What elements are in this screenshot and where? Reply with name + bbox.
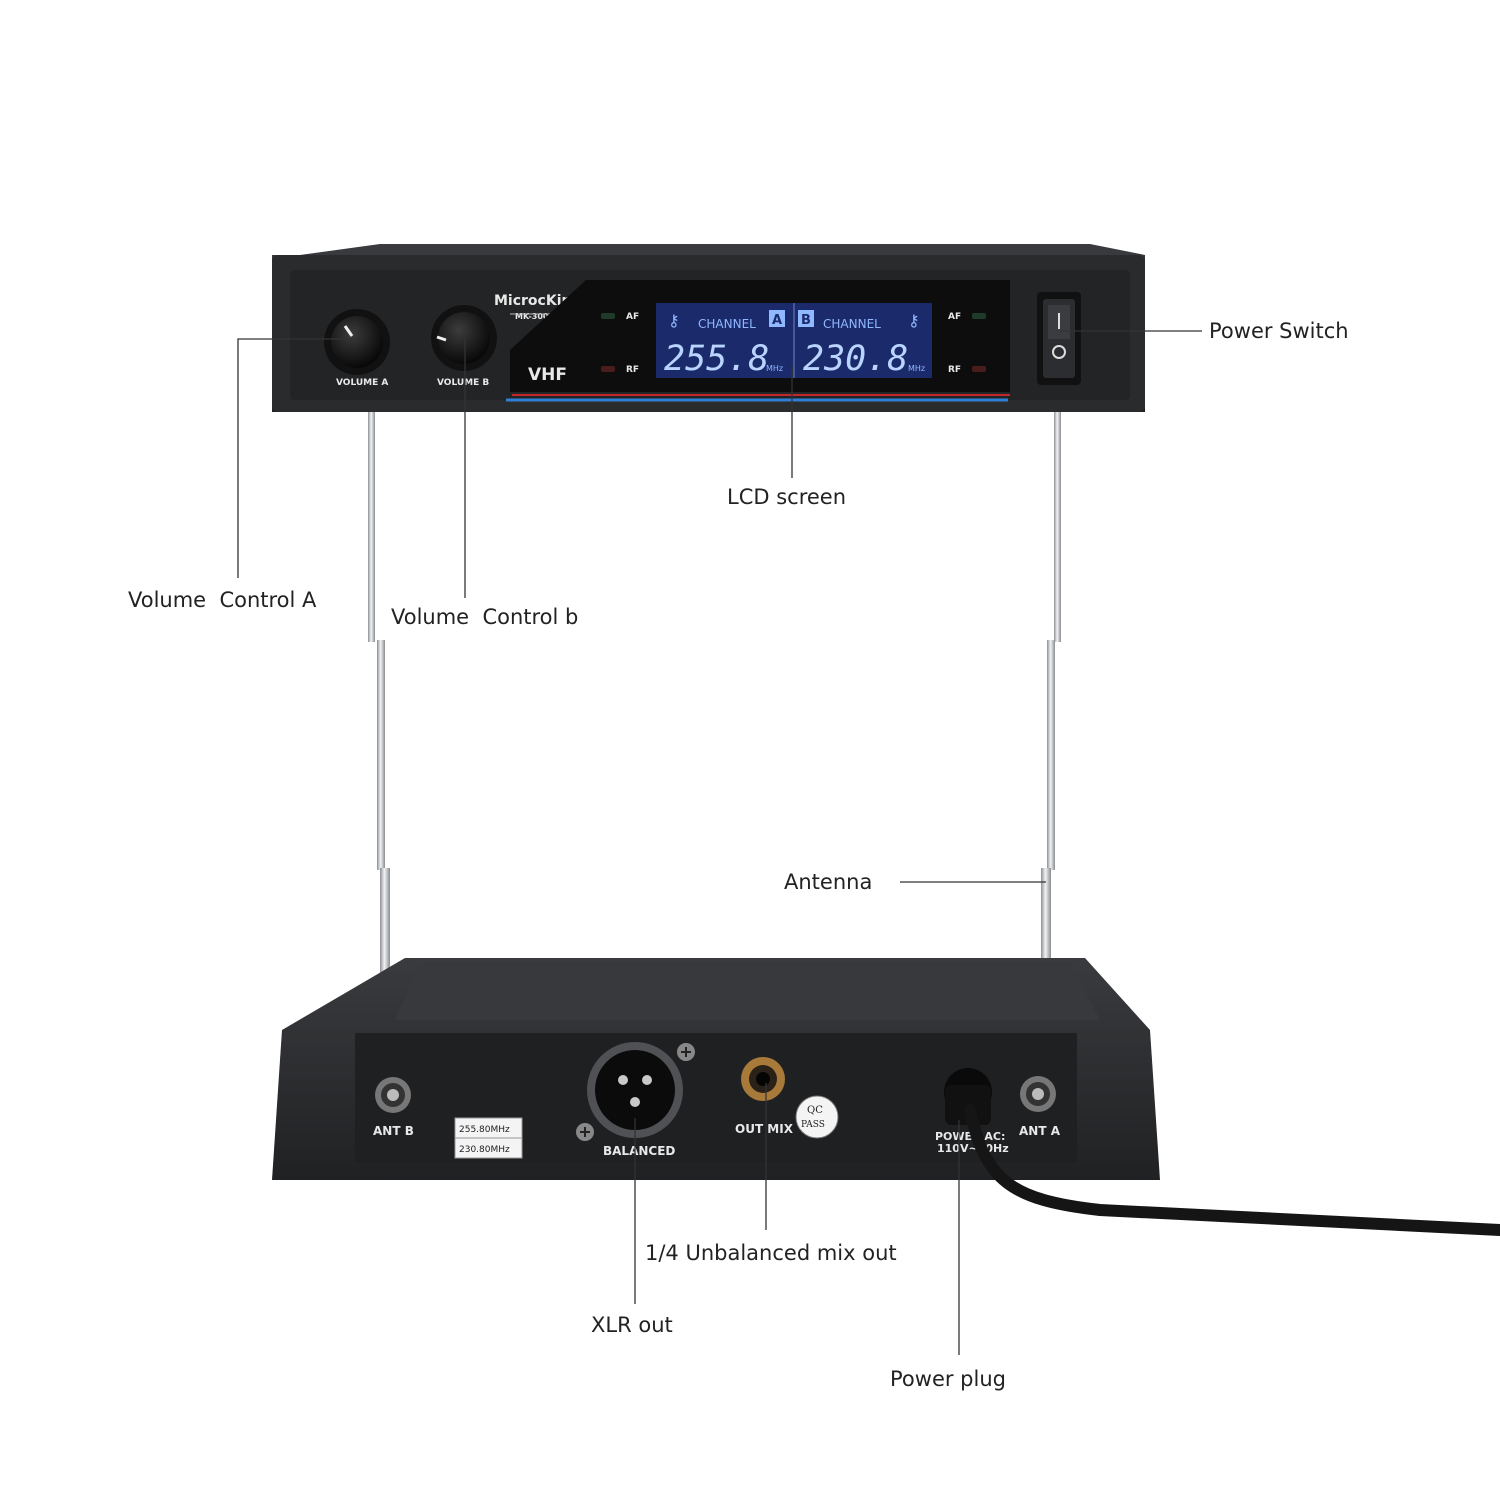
qc-bottom: PASS bbox=[801, 1120, 825, 1130]
lcd-key-icon-a: ⚷ bbox=[668, 311, 680, 330]
ant-a-label: ANT A bbox=[1019, 1124, 1061, 1138]
callout-lcd-screen: LCD screen bbox=[727, 485, 847, 509]
rf-label-a: RF bbox=[626, 365, 639, 375]
lcd-channel-a: CHANNEL bbox=[698, 317, 756, 331]
band-label: VHF bbox=[528, 365, 567, 385]
qc-top: QC bbox=[807, 1105, 823, 1116]
xlr-connector[interactable] bbox=[587, 1042, 683, 1138]
rf-led-a bbox=[601, 366, 615, 372]
qc-pass-sticker: QC PASS bbox=[795, 1095, 839, 1139]
lcd-channel-b-letter: B bbox=[801, 313, 811, 328]
rf-label-b: RF bbox=[948, 365, 961, 375]
power-label-2: 110V~60Hz bbox=[937, 1142, 1009, 1155]
lcd-key-icon-b: ⚷ bbox=[908, 311, 920, 330]
power-cable bbox=[964, 1104, 1500, 1236]
leader-lines bbox=[237, 330, 1202, 1355]
lcd-freq-a: 255.8 bbox=[664, 339, 769, 379]
callout-unbalanced-out: 1/4 Unbalanced mix out bbox=[645, 1241, 897, 1265]
lcd-channel-a-letter: A bbox=[772, 313, 782, 328]
screw-icon bbox=[576, 1043, 695, 1141]
ant-a-connector[interactable] bbox=[1020, 1076, 1056, 1112]
quarter-inch-jack[interactable] bbox=[741, 1057, 785, 1101]
af-label-b: AF bbox=[948, 312, 961, 322]
power-switch[interactable] bbox=[1037, 292, 1081, 385]
af-led-a bbox=[601, 313, 615, 319]
sticker-freq-1: 255.80MHz bbox=[459, 1125, 510, 1135]
af-led-b bbox=[972, 313, 986, 319]
volume-b-knob[interactable] bbox=[431, 305, 497, 371]
callout-volume-b: Volume Control b bbox=[391, 605, 579, 629]
callout-volume-a: Volume Control A bbox=[128, 588, 317, 612]
rear-panel: ANT B 255.80MHz 230.80MHz BALANCED bbox=[272, 958, 1160, 1180]
volume-a-label: VOLUME A bbox=[336, 378, 388, 388]
callout-xlr-out: XLR out bbox=[591, 1313, 673, 1337]
balanced-label: BALANCED bbox=[603, 1144, 675, 1158]
frequency-sticker: 255.80MHz 230.80MHz bbox=[454, 1117, 523, 1159]
volume-a-knob[interactable] bbox=[324, 309, 390, 375]
volume-b-label: VOLUME B bbox=[437, 378, 489, 388]
ant-b-label: ANT B bbox=[373, 1124, 414, 1138]
callout-power-plug: Power plug bbox=[890, 1367, 1006, 1391]
callout-power-switch: Power Switch bbox=[1209, 319, 1349, 343]
power-label-1: POWER AC: bbox=[935, 1130, 1005, 1143]
callout-antenna: Antenna bbox=[784, 870, 873, 894]
front-panel: MicrocKing MK-3002 VOLUME A VOLUME B VHF… bbox=[272, 244, 1145, 412]
lcd-channel-b: CHANNEL bbox=[823, 317, 881, 331]
lcd-freq-b: 230.8 bbox=[803, 339, 908, 379]
af-label-a: AF bbox=[626, 312, 639, 322]
model-label: MK-3002 bbox=[515, 312, 554, 321]
lcd-screen: ⚷ CHANNEL A B CHANNEL ⚷ 255.8 MHz 230.8 … bbox=[656, 303, 932, 379]
ant-b-connector[interactable] bbox=[375, 1077, 411, 1113]
lcd-unit-b: MHz bbox=[908, 364, 925, 373]
sticker-freq-2: 230.80MHz bbox=[459, 1145, 510, 1155]
lcd-unit-a: MHz bbox=[766, 364, 783, 373]
rf-led-b bbox=[972, 366, 986, 372]
out-mix-label: OUT MIX bbox=[735, 1122, 794, 1136]
